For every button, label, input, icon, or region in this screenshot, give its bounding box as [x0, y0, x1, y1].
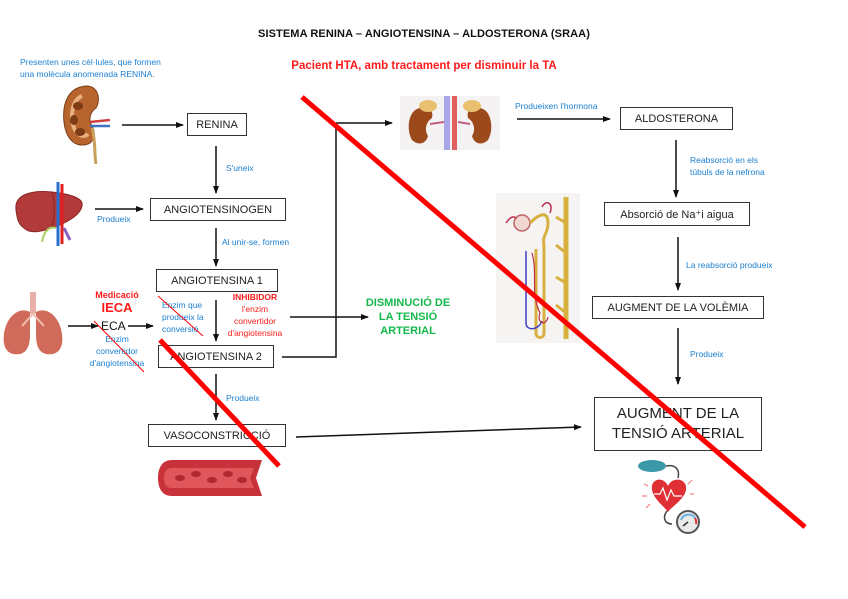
inhibitor-line1: INHIBIDOR — [232, 292, 278, 302]
inhibitor-line4: d'angiotensina — [227, 328, 283, 338]
box-renina-label: RENINA — [196, 118, 238, 131]
enzyme-conversion-note: Enzim que produeix la conversió — [162, 299, 204, 335]
box-angiotensina-2-label: ANGIOTENSINA 2 — [170, 350, 262, 363]
adrenal-kidneys-illustration — [400, 96, 500, 150]
diagram-subtitle: Pacient HTA, amb tractament per disminui… — [0, 60, 848, 72]
line-ang2-to-adrenal — [282, 123, 337, 358]
diagram-title: SISTEMA RENINA – ANGIOTENSINA – ALDOSTER… — [258, 28, 590, 40]
eca-description: Enzim convertidor d'angiotensina — [80, 333, 154, 369]
box-angiotensina-2: ANGIOTENSINA 2 — [158, 345, 274, 368]
inhibitor-note: INHIBIDOR l'enzim convertidor d'angioten… — [222, 291, 288, 339]
outcome-line2: LA TENSIÓ — [378, 311, 438, 323]
note-al-unir: Al unir-se, formen — [222, 237, 290, 247]
note-produeix-ang2: Produeix — [226, 393, 260, 403]
outcome-line3: ARTERIAL — [380, 325, 436, 337]
box-augment-tensio: AUGMENT DE LA TENSIÓ ARTERIAL — [594, 397, 762, 451]
eca-desc-line2: convertidor — [95, 346, 139, 356]
note-reabsorcio-produeix: La reabsorció produeix — [686, 260, 773, 270]
box-aldosterona-label: ALDOSTERONA — [634, 112, 719, 125]
note-produeix-liver: Produeix — [97, 214, 131, 224]
arrow-vaso-to-tensio — [295, 424, 582, 438]
box-vasoconstriccio: VASOCONSTRICCIÓ — [148, 424, 286, 447]
blood-vessel-illustration — [158, 460, 262, 496]
enzim-line3: conversió — [162, 324, 199, 334]
medication-label: Medicació — [95, 290, 139, 300]
kidney-intro-note: Presenten unes cèl·lules, que formen una… — [20, 56, 161, 80]
box-vasoconstriccio-label: VASOCONSTRICCIÓ — [163, 429, 271, 442]
kidney-intro-line1: Presenten unes cèl·lules, que formen — [20, 57, 161, 67]
note-produeix-volemia: Produeix — [690, 349, 724, 359]
box-absorcio-label: Absorció de Na⁺i aigua — [620, 208, 734, 221]
subtitle-text: Pacient HTA, amb tractament per disminui… — [291, 60, 557, 72]
reabsorcio-line1: Reabsorció en els — [690, 155, 759, 165]
tensio-line2: TENSIÓ ARTERIAL — [611, 425, 745, 442]
enzyme-eca: ECA — [101, 319, 126, 333]
inhibitor-line2: l'enzim — [241, 304, 269, 314]
box-angiotensinogen-label: ANGIOTENSINOGEN — [163, 203, 273, 216]
box-aldosterona: ALDOSTERONA — [620, 107, 733, 130]
reabsorcio-line2: túbuls de la nefrona — [690, 167, 765, 177]
outcome-disminucio: DISMINUCIÓ DE LA TENSIÓ ARTERIAL — [358, 296, 458, 338]
inhibitor-line3: convertidor — [233, 316, 277, 326]
note-produeixen-hormona: Produeixen l'hormona — [515, 101, 598, 111]
blood-pressure-monitor-illustration — [638, 460, 700, 534]
box-renina: RENINA — [187, 113, 247, 136]
lungs-illustration — [3, 292, 63, 355]
note-reabsorcio: Reabsorció en els túbuls de la nefrona — [690, 154, 765, 178]
liver-illustration — [15, 182, 83, 246]
eca-desc-line3: d'angiotensina — [89, 358, 145, 368]
box-volemia-label: AUGMENT DE LA VOLÈMIA — [607, 301, 749, 314]
enzim-line2: produeix la — [162, 312, 204, 322]
kidney-illustration — [63, 85, 111, 164]
box-volemia: AUGMENT DE LA VOLÈMIA — [592, 296, 764, 319]
box-angiotensinogen: ANGIOTENSINOGEN — [150, 198, 286, 221]
note-suneix: S'uneix — [226, 163, 254, 173]
enzim-line1: Enzim que — [162, 300, 203, 310]
outcome-line1: DISMINUCIÓ DE — [365, 297, 451, 309]
medication-name: IECA — [101, 300, 133, 315]
nephron-illustration — [496, 193, 580, 343]
kidney-intro-line2: una molècula anomenada RENINA. — [20, 69, 155, 79]
box-angiotensina-1: ANGIOTENSINA 1 — [156, 269, 278, 292]
box-angiotensina-1-label: ANGIOTENSINA 1 — [171, 274, 263, 287]
tensio-line1: AUGMENT DE LA — [616, 405, 740, 422]
box-absorcio: Absorció de Na⁺i aigua — [604, 202, 750, 226]
eca-desc-line1: Enzim — [105, 334, 129, 344]
